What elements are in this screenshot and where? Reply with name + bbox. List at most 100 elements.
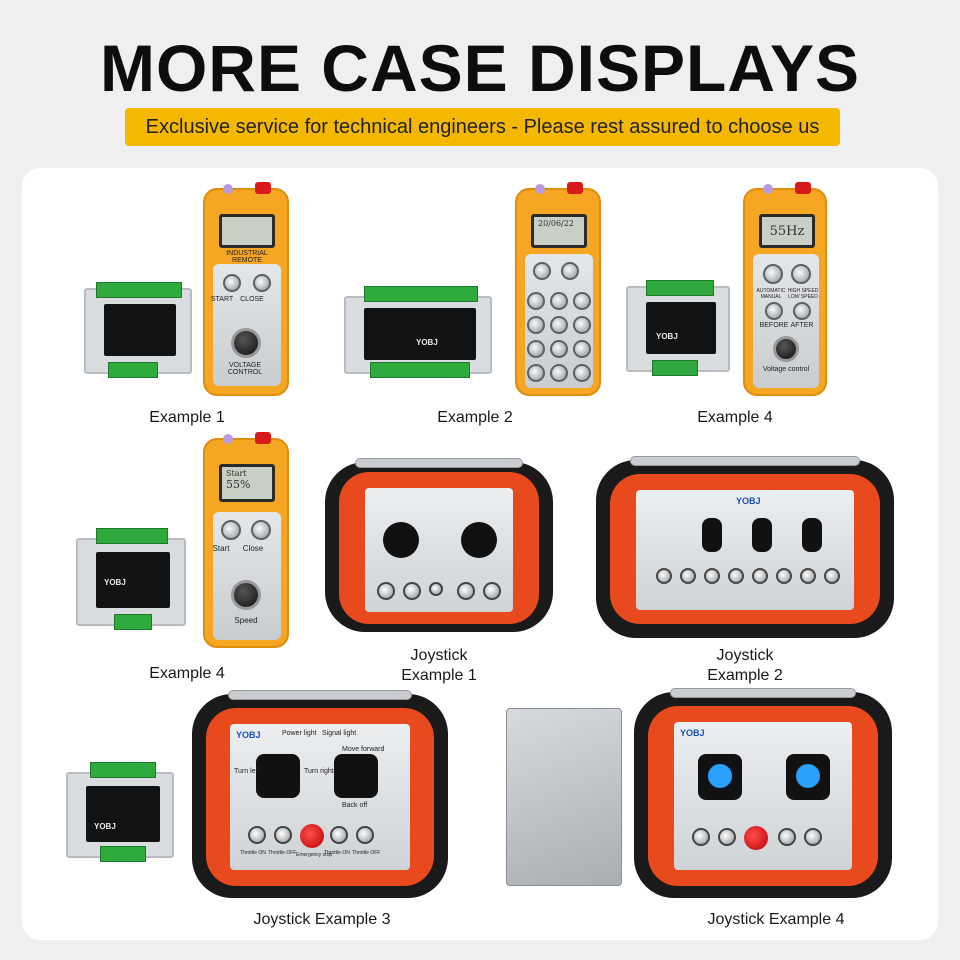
button-icon	[804, 828, 822, 846]
throttle-on-label: Throttle ON	[240, 850, 266, 856]
button-icon	[561, 262, 579, 280]
top-rail	[670, 688, 856, 698]
signal-light-label: Signal light	[322, 730, 357, 737]
handheld-remote: 55Hz AUTOMATIC MANUAL HIGH SPEED LOW SPE…	[743, 182, 827, 396]
voltage-knob-icon	[231, 328, 261, 358]
terminal-block	[96, 528, 168, 544]
button-icon	[656, 568, 672, 584]
speed-label: HIGH SPEED LOW SPEED	[787, 288, 819, 300]
brand-label: YOBJ	[656, 332, 678, 341]
brand-label: YOBJ	[104, 578, 126, 587]
brand-label: YOBJ	[94, 822, 116, 831]
button-icon	[573, 292, 591, 310]
button-icon	[429, 582, 443, 596]
terminal-block	[114, 614, 152, 630]
control-plate	[636, 490, 854, 610]
button-icon	[527, 316, 545, 334]
receiver-unit: YOBJ	[66, 762, 174, 862]
speed-label: Speed	[234, 616, 258, 625]
close-button-icon	[251, 520, 271, 540]
rotary-switch-icon	[802, 518, 822, 552]
emergency-stop-icon	[744, 826, 768, 850]
caption-example-4b: Example 4	[149, 665, 225, 682]
power-light-label: Power light	[282, 730, 317, 737]
button-icon	[573, 364, 591, 382]
button-icon	[550, 340, 568, 358]
button-icon	[776, 568, 792, 584]
button-icon	[403, 582, 421, 600]
joystick-icon	[256, 754, 300, 798]
button-icon	[692, 828, 710, 846]
close-label: Close	[242, 544, 264, 553]
throttle-on-label: Throttle ON	[324, 850, 350, 856]
button-icon	[527, 340, 545, 358]
voltage-label: Voltage control	[762, 366, 810, 373]
receiver-panel	[646, 302, 716, 354]
top-rail	[228, 690, 412, 700]
start-label: START	[210, 296, 234, 303]
button-icon	[704, 568, 720, 584]
button-icon	[573, 340, 591, 358]
move-forward-label: Move forward	[342, 746, 385, 753]
mode-label: AUTOMATIC MANUAL	[756, 288, 786, 300]
brand-label: YOBJ	[416, 338, 438, 347]
turn-right-label: Turn right	[304, 768, 334, 775]
receiver-unit	[84, 282, 192, 378]
joystick-icon	[461, 522, 497, 558]
button-icon	[483, 582, 501, 600]
toggle-icon	[763, 264, 783, 284]
close-button-icon	[253, 274, 271, 292]
receiver-panel	[104, 304, 176, 356]
caption-joystick-4: Joystick Example 4	[707, 911, 845, 928]
button-icon	[330, 826, 348, 844]
subtitle-banner: Exclusive service for technical engineer…	[125, 108, 840, 146]
joystick-icon	[334, 754, 378, 798]
joystick-controller	[325, 458, 553, 632]
joystick-icon	[383, 522, 419, 558]
throttle-off-label: Throttle OFF	[268, 850, 297, 856]
joystick-icon	[786, 754, 830, 800]
caption-joystick-3: Joystick Example 3	[253, 911, 391, 928]
joystick-icon	[698, 754, 742, 800]
start-button-icon	[223, 274, 241, 292]
caption-joystick-1: Joystick Example 1	[401, 647, 477, 684]
terminal-block	[96, 282, 182, 298]
after-label: AFTER	[790, 322, 814, 329]
top-rail	[355, 458, 523, 468]
joystick-controller: YOBJ	[596, 456, 894, 638]
button-icon	[728, 568, 744, 584]
rotary-switch-icon	[702, 518, 722, 552]
toggle-icon	[791, 264, 811, 284]
turn-left-label: Turn left	[234, 768, 260, 775]
button-icon	[533, 262, 551, 280]
handheld-remote: INDUSTRIAL REMOTE START CLOSE VOLTAGE CO…	[203, 182, 289, 396]
before-label: BEFORE	[759, 322, 789, 329]
before-button-icon	[765, 302, 783, 320]
button-icon	[573, 316, 591, 334]
terminal-block	[100, 846, 146, 862]
receiver-panel	[96, 552, 170, 608]
receiver-panel	[86, 786, 160, 842]
receiver-panel	[364, 308, 476, 360]
button-icon	[824, 568, 840, 584]
after-button-icon	[793, 302, 811, 320]
button-icon	[274, 826, 292, 844]
lcd-display: 20/06/22	[531, 214, 587, 248]
button-icon	[527, 292, 545, 310]
case-gallery: INDUSTRIAL REMOTE START CLOSE VOLTAGE CO…	[22, 168, 938, 940]
start-label: Start	[212, 544, 230, 553]
start-button-icon	[221, 520, 241, 540]
voltage-label: VOLTAGE CONTROL	[227, 362, 263, 376]
terminal-block	[90, 762, 156, 778]
button-icon	[527, 364, 545, 382]
receiver-unit: YOBJ	[76, 528, 186, 630]
rotary-switch-icon	[752, 518, 772, 552]
close-label: CLOSE	[240, 296, 264, 303]
handheld-remote: 20/06/22	[515, 182, 601, 396]
caption-example-4: Example 4	[697, 409, 773, 426]
terminal-block	[108, 362, 158, 378]
lcd-display: Start 55%	[219, 464, 275, 502]
joystick-controller: YOBJ	[634, 688, 892, 898]
button-icon	[550, 364, 568, 382]
brand-label: YOBJ	[236, 730, 261, 740]
